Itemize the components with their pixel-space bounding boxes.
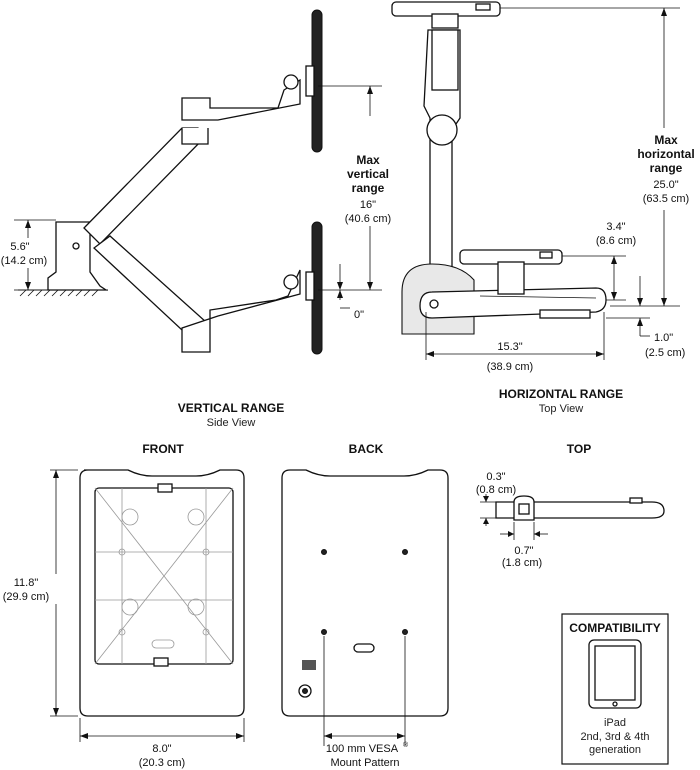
compatible-device: iPad (604, 717, 626, 729)
compatible-generations: 2nd, 3rd & 4th (580, 731, 649, 743)
vertical-range-caption: VERTICAL RANGE (178, 401, 284, 415)
max-horizontal-title-2: horizontal (637, 147, 694, 161)
max-vertical-value-cm: (40.6 cm) (345, 213, 391, 225)
horizontal-range-top-view: Max horizontal range 25.0" (63.5 cm) 3.4… (391, 1, 695, 415)
reach-cm-label: (38.9 cm) (487, 361, 533, 373)
width-cm-label: (20.3 cm) (139, 757, 185, 769)
max-horizontal-title-3: range (650, 161, 683, 175)
vertical-range-subcaption: Side View (207, 417, 256, 429)
max-horizontal-value-cm: (63.5 cm) (643, 193, 689, 205)
lower-arm (92, 235, 207, 331)
top-depth-label: 0.7" (514, 545, 533, 557)
base-height-label: 5.6" (10, 241, 29, 253)
width-label: 8.0" (152, 743, 171, 755)
top-thickness-cm-label: (0.8 cm) (476, 484, 516, 496)
upper-forearm (181, 78, 301, 121)
depth-label: 1.0" (654, 332, 673, 344)
enclosure-top-edge (495, 501, 665, 519)
reach-label: 15.3" (497, 341, 522, 353)
desk-surface (18, 289, 108, 297)
max-vertical-title-2: vertical (347, 167, 389, 181)
top-title: TOP (567, 442, 591, 456)
horizontal-range-subcaption: Top View (539, 403, 583, 415)
cable-slot (353, 643, 375, 653)
vesa-hole-bottom-left (321, 629, 327, 635)
front-view: FRONT 11.8" (29.9 (3, 442, 245, 769)
back-view: BACK 100 mm VESA ® Mount Pattern (281, 442, 449, 769)
top-depth-cm-label: (1.8 cm) (502, 557, 542, 569)
top-view: TOP 0.3" (0.8 cm) 0.7" (1.8 cm) (476, 442, 665, 569)
horizontal-range-caption: HORIZONTAL RANGE (499, 387, 623, 401)
compatibility-box: COMPATIBILITY iPad 2nd, 3rd & 4th genera… (561, 613, 669, 765)
top-thickness-label: 0.3" (486, 471, 505, 483)
back-title: BACK (349, 442, 384, 456)
vesa-hole-bottom-right (402, 629, 408, 635)
max-vertical-value: 16" (360, 199, 376, 211)
height-cm-label: (29.9 cm) (3, 591, 49, 603)
depth-cm-label: (2.5 cm) (645, 347, 685, 359)
zero-offset-label: 0" (354, 309, 364, 321)
front-title: FRONT (142, 442, 184, 456)
max-horizontal-value: 25.0" (653, 179, 678, 191)
vertical-range-side-view: 5.6" (14.2 cm) Max vertical range 16" (4… (1, 9, 391, 429)
base-height-cm-label: (14.2 cm) (1, 255, 47, 267)
enclosure-back (281, 469, 449, 717)
compatibility-title: COMPATIBILITY (569, 621, 661, 635)
ipad-icon (588, 639, 642, 709)
speaker-grille-icon (302, 660, 316, 670)
max-vertical-title-1: Max (356, 153, 380, 167)
base-pivot (72, 242, 80, 250)
max-horizontal-title-1: Max (654, 133, 678, 147)
vesa-hole-top-right (402, 549, 408, 555)
max-vertical-title-3: range (352, 181, 385, 195)
offset-label: 3.4" (606, 221, 625, 233)
vesa-registered-mark: ® (403, 741, 409, 749)
vesa-label: 100 mm VESA (326, 743, 399, 755)
vesa-hole-top-left (321, 549, 327, 555)
lower-forearm (181, 269, 301, 353)
offset-cm-label: (8.6 cm) (596, 235, 636, 247)
compatible-generations-suffix: generation (589, 744, 641, 756)
upper-arm-raised (83, 127, 207, 245)
vesa-pattern-label: Mount Pattern (330, 757, 399, 769)
height-label: 11.8" (14, 577, 39, 589)
